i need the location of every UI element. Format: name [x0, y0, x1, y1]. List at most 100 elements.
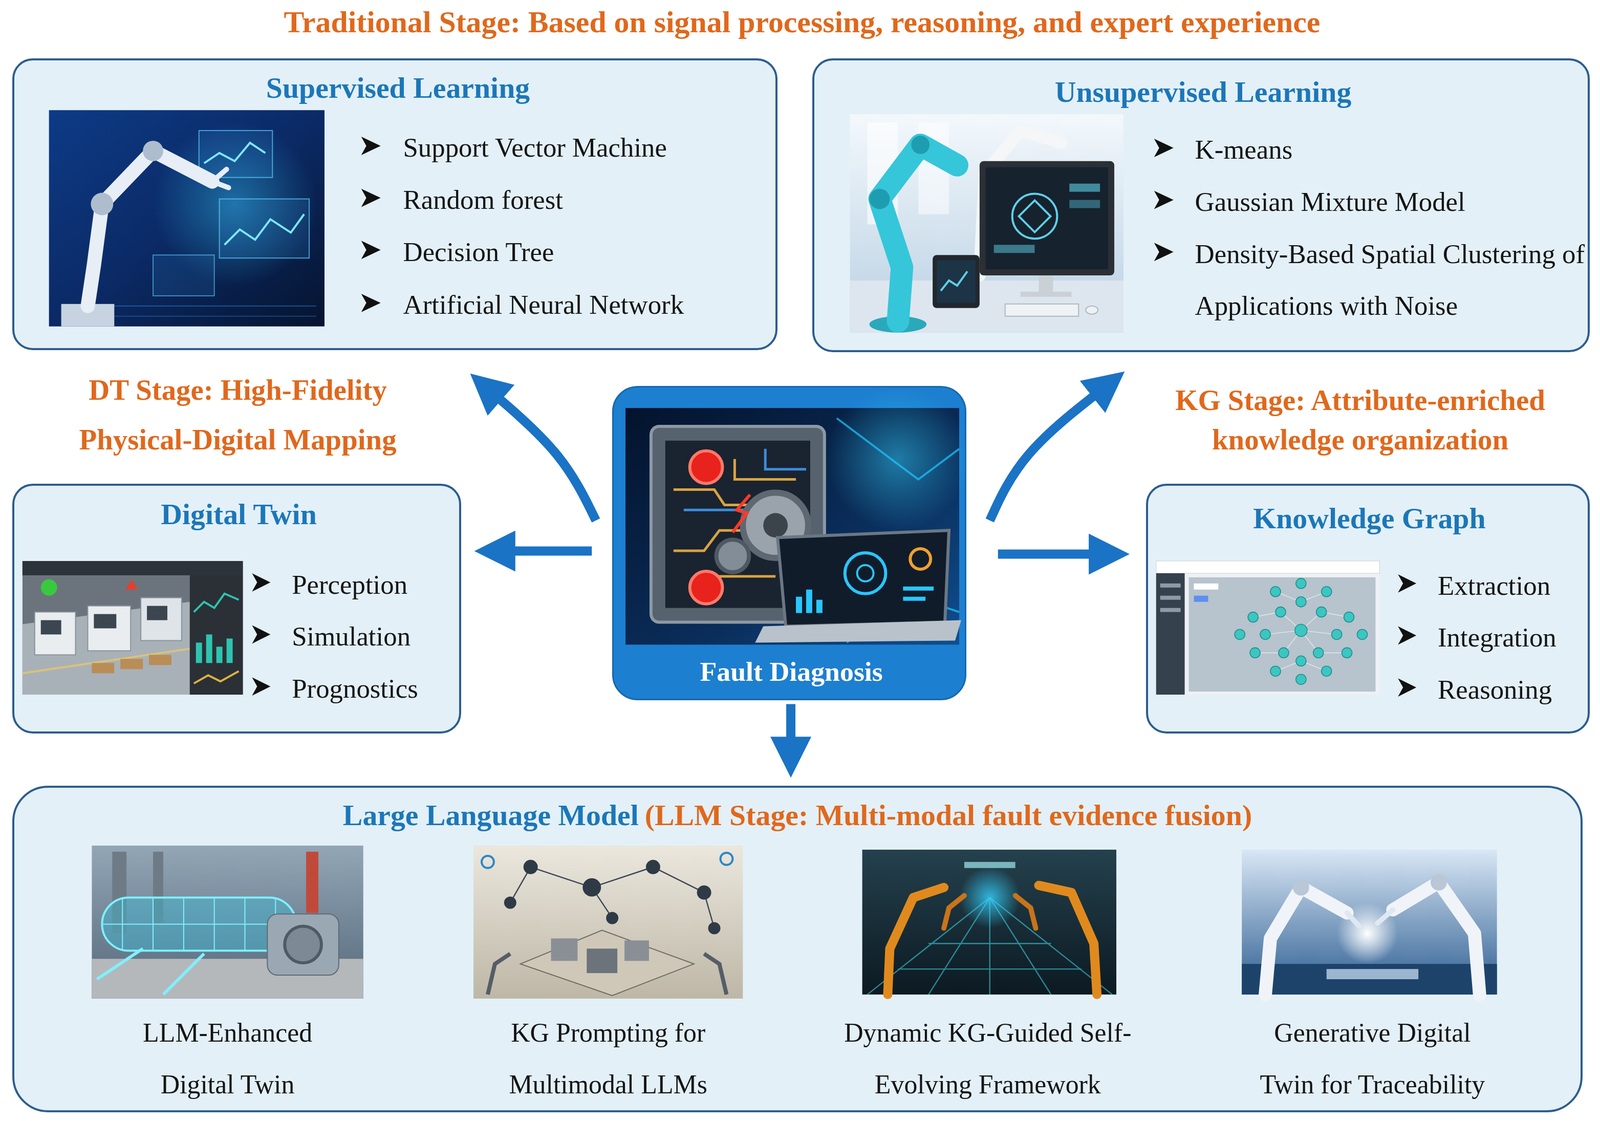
unsupervised-illustration-part: [867, 122, 899, 225]
knowledge-graph-illustration-part-part: [1316, 607, 1327, 618]
generative-twin-illustration-part: [1347, 910, 1394, 927]
bullet-arrow-part: [1154, 190, 1174, 210]
supervised-illustration-part: [87, 150, 212, 307]
method-item: Support Vector Machine: [402, 121, 773, 175]
bullet-arrow-part: [1397, 678, 1417, 697]
stage-label: DT Stage: High-Fidelity Physical-Digital…: [44, 364, 432, 465]
fault-diagnosis-illustration-part: [902, 596, 926, 601]
llm-digital-twin-illustration-part: [91, 958, 363, 999]
knowledge-graph-illustration-part-part: [1321, 586, 1332, 597]
knowledge-graph-illustration-part: [1156, 560, 1380, 695]
digital-twin-illustration-part: [140, 597, 182, 641]
bullet-arrow-part: [361, 188, 381, 208]
flow-arrow: [989, 392, 1099, 521]
digital-twin-illustration-part: [87, 606, 131, 652]
function-item: Perception: [291, 558, 458, 612]
digital-twin-illustration-part: [40, 579, 58, 596]
knowledge-graph-illustration-part-part: [1275, 607, 1286, 618]
unsupervised-illustration-part: [1039, 275, 1054, 294]
bullet-arrow-part: [251, 625, 271, 644]
panel-heading: Large Language Model: [342, 794, 639, 836]
unsupervised-illustration-part: [1069, 183, 1100, 192]
knowledge-graph-illustration-part: [1160, 595, 1181, 600]
bullet-arrow-part: [361, 136, 381, 156]
knowledge-graph-illustration-part-part: [1344, 612, 1355, 623]
image-caption: LLM-Enhanced Digital Twin: [110, 1006, 345, 1111]
unsupervised-illustration-part: [869, 316, 927, 333]
knowledge-graph-illustration-part: [1160, 608, 1181, 613]
unsupervised-illustration-part: [979, 161, 1115, 276]
bullet-arrow-part: [361, 240, 381, 259]
image-caption: Dynamic KG-Guided Self-Evolving Framewor…: [822, 1006, 1154, 1111]
digital-twin-illustration-part: [22, 560, 244, 576]
digital-twin-illustration-part: [120, 658, 143, 669]
kg-prompting-illustration-part-part: [704, 892, 715, 929]
digital-twin-illustration-part: [146, 606, 168, 621]
llm-digital-twin-illustration-part: [96, 948, 204, 995]
bullet-arrow-part: [1397, 626, 1417, 645]
fault-diagnosis-illustration-part: [777, 530, 949, 626]
kg-prompting-illustration-part: [487, 953, 727, 995]
unsupervised-illustration-part: [850, 280, 1124, 333]
unsupervised-illustration-part: [979, 130, 1062, 276]
kg-prompting-illustration-part-part: [504, 896, 517, 910]
generative-twin-illustration-part: [1430, 874, 1447, 891]
llm-digital-twin-illustration-part: [267, 913, 339, 976]
connector-group: [494, 392, 1099, 746]
fault-diagnosis-illustration-part: [826, 387, 970, 531]
kg-prompting-illustration-part: [551, 938, 578, 961]
knowledge-graph-illustration-part-part: [1321, 665, 1332, 677]
bullet-arrow: [251, 136, 1417, 697]
knowledge-graph-illustration-part-part: [1295, 674, 1307, 685]
kg-prompting-illustration-part: [520, 930, 695, 996]
digital-twin-illustration-part: [216, 646, 223, 663]
knowledge-graph-illustration-part-part: [1331, 629, 1343, 640]
knowledge-graph-illustration-part-part: [1280, 612, 1302, 631]
bullet-arrow-part: [1397, 574, 1417, 593]
supervised-illustration-part: [142, 140, 164, 162]
method-panel: Digital TwinPerceptionSimulationPrognost…: [12, 483, 462, 734]
fault-diagnosis-illustration-part: [763, 512, 788, 538]
knowledge-graph-illustration-part-part: [1342, 647, 1353, 658]
supervised-illustration-part: [153, 254, 215, 296]
method-item: Random forest: [402, 174, 773, 227]
function-item: Simulation: [291, 610, 458, 663]
kg-prompting-illustration-part-part: [606, 911, 619, 924]
supervised-illustration-part: [224, 213, 305, 245]
kg-prompting-illustration-part-part: [510, 867, 531, 903]
supervised-illustration-part: [153, 122, 317, 286]
fault-diagnosis-illustration-part: [816, 599, 823, 614]
digital-twin-illustration-part: [206, 634, 213, 663]
unsupervised-illustration-part: [1085, 306, 1098, 315]
generative-twin-illustration-part: [1292, 879, 1310, 896]
digital-twin-illustration: [22, 560, 244, 695]
kg-prompting-illustration-part-part: [582, 878, 601, 897]
fault-diagnosis-illustration-part: [836, 418, 960, 643]
kg-guided-framework-illustration-part: [959, 867, 1021, 929]
kg-guided-framework-illustration-part-part: [897, 968, 1082, 970]
knowledge-graph-illustration-part: [1194, 583, 1219, 590]
bullet-arrow-part: [1154, 138, 1174, 158]
flow-arrow: [786, 704, 796, 746]
kg-prompting-illustration-part-part: [523, 859, 538, 875]
fault-diagnosis-illustration-part: [902, 586, 934, 591]
fault-diagnosis-illustration-part: [625, 407, 960, 645]
knowledge-graph-illustration-part-part: [1295, 578, 1307, 589]
generative-twin-illustration-part: [1241, 849, 1497, 995]
bullet-arrow-part: [1154, 242, 1174, 262]
central-title: Fault Diagnosis: [622, 652, 960, 692]
knowledge-graph-illustration-part-part: [1270, 586, 1281, 597]
supervised-illustration-part: [49, 110, 325, 327]
fault-diagnosis-illustration-part: [806, 589, 813, 614]
knowledge-graph-illustration-part-part: [1275, 591, 1302, 602]
supervised-illustration-part: [61, 315, 317, 317]
method-panel: Knowledge GraphExtractionIntegrationReas…: [1146, 483, 1590, 734]
kg-prompting-illustration-part-part: [697, 885, 712, 900]
fault-diagnosis-illustration-part: [795, 596, 803, 614]
method-item: Gaussian Mixture Model: [1195, 176, 1589, 229]
kg-prompting-illustration: [473, 845, 743, 999]
unsupervised-illustration-part: [940, 271, 968, 291]
knowledge-graph-illustration-part-part: [1295, 596, 1307, 608]
knowledge-graph-illustration-part-part: [1321, 612, 1350, 618]
